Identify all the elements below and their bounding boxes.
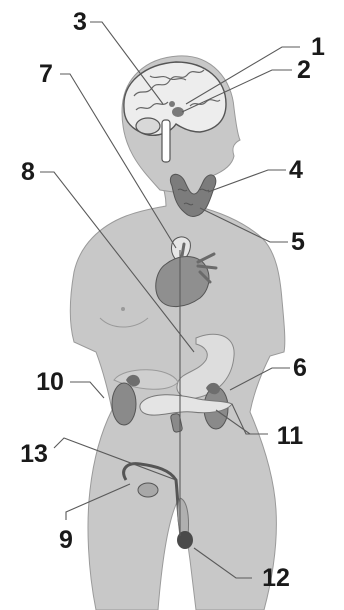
cerebellum [136, 118, 160, 134]
label-3: 3 [73, 8, 87, 36]
testis [177, 531, 193, 549]
label-7: 7 [39, 60, 53, 88]
pineal-gland [169, 101, 175, 107]
nipple [121, 307, 125, 311]
label-12: 12 [262, 564, 290, 592]
kidney-left [112, 383, 136, 425]
label-9: 9 [59, 526, 73, 554]
label-8: 8 [21, 158, 35, 186]
label-10: 10 [36, 368, 64, 396]
label-13: 13 [20, 440, 48, 468]
label-1: 1 [311, 33, 325, 61]
label-11: 11 [277, 422, 304, 450]
label-5: 5 [291, 228, 305, 256]
brain-stem [162, 120, 170, 162]
label-6: 6 [293, 354, 307, 382]
seminal-vesicle [138, 483, 158, 497]
label-2: 2 [297, 56, 311, 84]
label-4: 4 [289, 156, 303, 184]
